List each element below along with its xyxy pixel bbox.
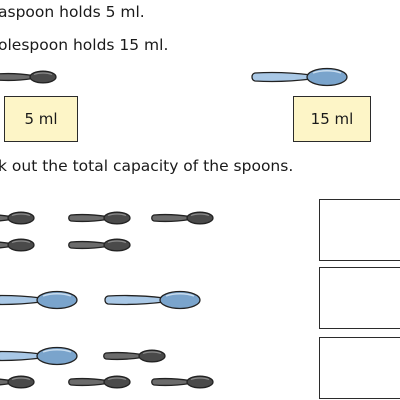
- teaspoon: [0, 375, 35, 389]
- instruction-teaspoon: aspoon holds 5 ml.: [0, 3, 145, 21]
- answer-box-row-3[interactable]: [319, 337, 400, 399]
- tablespoon: [0, 346, 78, 366]
- teaspoon: [103, 349, 166, 363]
- teaspoon: [68, 211, 131, 225]
- teaspoon: [151, 211, 214, 225]
- teaspoon-label: 5 ml: [4, 96, 78, 142]
- tablespoon-example: [251, 67, 348, 87]
- answer-box-row-2[interactable]: [319, 267, 400, 329]
- tablespoon: [104, 290, 201, 310]
- tablespoon-label: 15 ml: [293, 96, 371, 142]
- answer-box-row-1[interactable]: [319, 199, 400, 261]
- row-1-spoons: [0, 211, 214, 252]
- teaspoon: [68, 238, 131, 252]
- teaspoon: [151, 375, 214, 389]
- row-3-spoons: [0, 346, 214, 389]
- teaspoon: [68, 375, 131, 389]
- tablespoon: [0, 290, 78, 310]
- teaspoon: [0, 211, 35, 225]
- teaspoon-example: [0, 70, 57, 84]
- teaspoon: [0, 238, 35, 252]
- instruction-tablespoon: olespoon holds 15 ml.: [0, 36, 169, 54]
- task-instruction: k out the total capacity of the spoons.: [0, 157, 294, 175]
- row-2-spoons: [0, 290, 201, 310]
